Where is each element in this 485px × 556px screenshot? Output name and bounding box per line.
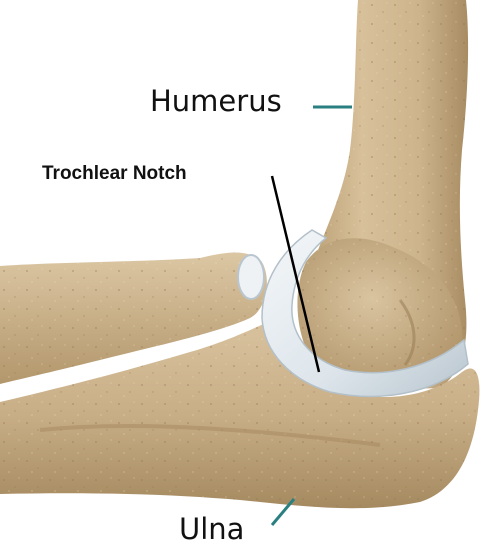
ulna-label: Ulna xyxy=(179,512,244,546)
humerus-bone xyxy=(297,0,468,392)
trochlear-notch-label: Trochlear Notch xyxy=(42,163,187,185)
humerus-label: Humerus xyxy=(150,84,282,118)
